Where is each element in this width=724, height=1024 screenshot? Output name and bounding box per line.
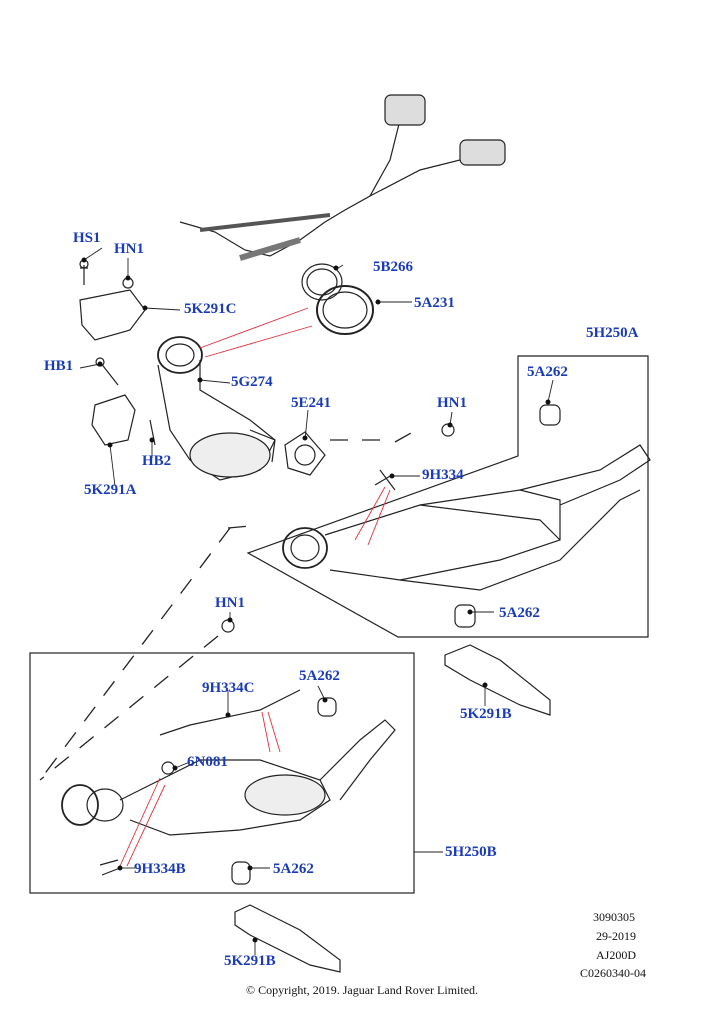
mount-5a262-c	[317, 697, 337, 717]
label-hn1-c[interactable]: HN1	[215, 595, 245, 611]
label-5k291b-a[interactable]: 5K291B	[460, 706, 512, 722]
bracket-5k291a	[91, 394, 136, 446]
label-hb1[interactable]: HB1	[44, 358, 74, 374]
ref-line-2: 29-2019	[596, 929, 636, 943]
box-5h250a	[246, 355, 649, 638]
label-6n081[interactable]: 6N081	[187, 754, 228, 770]
bracket-5k291b-b	[234, 904, 341, 973]
label-5a262-d[interactable]: 5A262	[273, 861, 314, 877]
label-5k291c[interactable]: 5K291C	[184, 301, 237, 317]
label-5e241[interactable]: 5E241	[291, 395, 332, 411]
clamp-9h334b	[99, 859, 121, 876]
label-5g274[interactable]: 5G274	[231, 374, 273, 390]
label-5h250a[interactable]: 5H250A	[586, 325, 639, 341]
label-9h334c[interactable]: 9H334C	[202, 680, 255, 696]
label-hn1-a[interactable]: HN1	[114, 241, 144, 257]
label-5k291a[interactable]: 5K291A	[84, 482, 137, 498]
dashed-guides	[39, 427, 421, 781]
catalytic-converter-5g274	[157, 336, 276, 481]
mount-5a262-d	[231, 861, 251, 885]
label-9h334b[interactable]: 9H334B	[134, 861, 186, 877]
ref-line-3: AJ200D	[596, 948, 637, 962]
ref-line-1: 3090305	[593, 910, 635, 924]
mount-5a262-b	[454, 604, 476, 628]
label-5k291b-b[interactable]: 5K291B	[224, 953, 276, 969]
label-hs1[interactable]: HS1	[73, 230, 101, 246]
rear-silencer-assy-5h250a	[282, 404, 651, 628]
bracket-5k291c	[79, 289, 146, 341]
label-hb2[interactable]: HB2	[142, 453, 172, 469]
overview-exhaust-system	[179, 94, 506, 261]
box-5h250b	[29, 652, 415, 894]
clamp-5a231	[316, 285, 374, 335]
front-assy-5h250b	[61, 689, 396, 885]
label-hn1-b[interactable]: HN1	[437, 395, 467, 411]
label-5a262-a[interactable]: 5A262	[527, 364, 568, 380]
bracket-5k291b-a	[444, 644, 551, 716]
gasket-5b266	[301, 263, 343, 301]
gasket-5e241	[284, 431, 326, 476]
callout-lines	[119, 307, 391, 867]
bolt-hb1	[99, 361, 119, 386]
label-5a262-c[interactable]: 5A262	[299, 668, 340, 684]
label-9h334[interactable]: 9H334	[422, 467, 464, 483]
leader-dots	[81, 257, 551, 943]
label-5h250b[interactable]: 5H250B	[445, 844, 497, 860]
label-5a262-b[interactable]: 5A262	[499, 605, 540, 621]
mount-5a262-a	[539, 404, 561, 426]
clamp-9h334	[374, 469, 396, 491]
label-5b266[interactable]: 5B266	[373, 259, 414, 275]
ref-line-4: C0260340-04	[580, 966, 646, 980]
nut-hn1-c	[221, 619, 235, 633]
sensor-6n081	[161, 761, 175, 775]
copyright-notice: © Copyright, 2019. Jaguar Land Rover Lim…	[245, 983, 479, 997]
label-5a231[interactable]: 5A231	[414, 295, 455, 311]
